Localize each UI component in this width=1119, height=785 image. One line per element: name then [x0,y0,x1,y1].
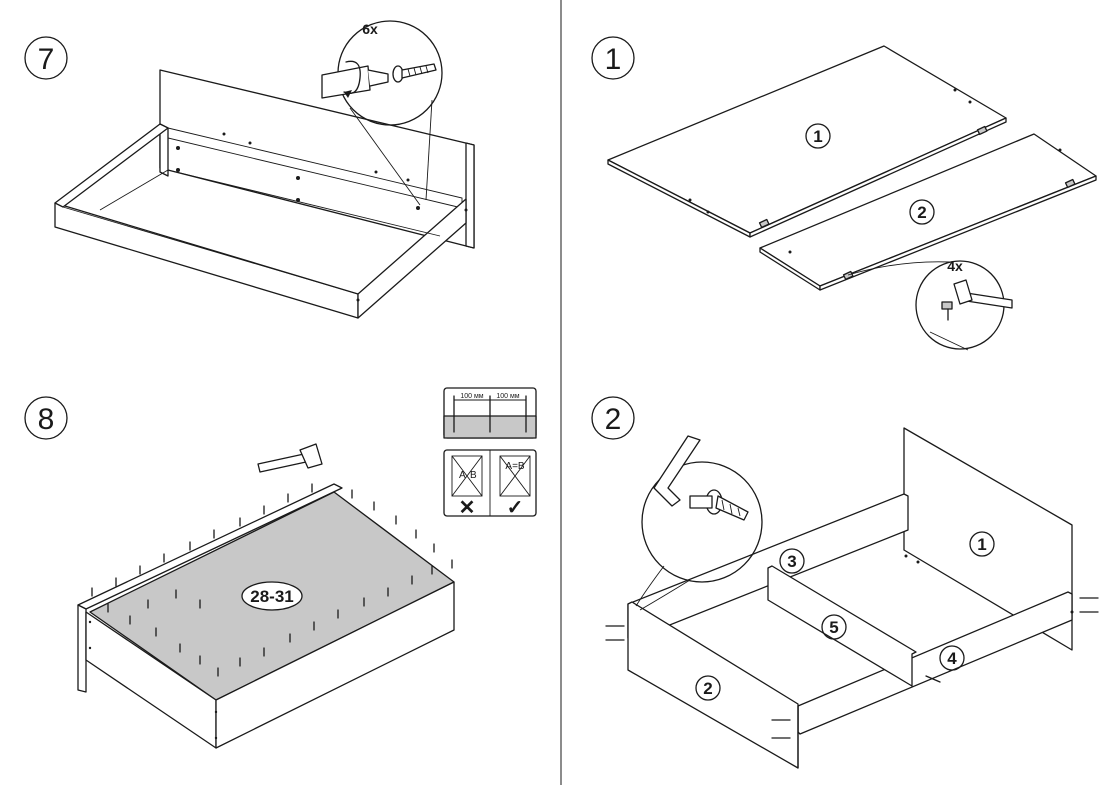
part-3-marker [779,548,805,574]
frame-left-top [54,123,169,208]
step-2-part-2-label: 2 [703,679,712,698]
nail-marks [88,483,453,740]
step-7-quantity: 6x [362,21,378,37]
step-8-badge [24,396,68,440]
step-8: 8 28-31 100 мм [24,387,537,749]
screw-marks [176,132,468,302]
hammer-icon [953,279,1013,309]
part-1-marker [969,531,995,557]
magnifier-callout-icon [635,435,763,611]
step-7-number: 7 [38,43,55,76]
headboard-edge [465,142,475,249]
frame-front-rail [54,202,359,319]
headboard-side [77,604,87,693]
part-2-marker [695,675,721,701]
step-1-number: 1 [605,43,622,76]
step-8-part-range: 28-31 [250,587,293,606]
part-1-label: 1 [813,127,822,146]
step-1-badge [591,36,635,80]
screw-icon [392,63,437,83]
connector-marks [688,88,1076,281]
nail-icon [941,301,953,321]
cam-dowel-icon [689,489,749,521]
part-3-rail [627,493,909,641]
part-range-marker [241,581,303,611]
step-8-number: 8 [38,403,55,436]
step-2-part-5-label: 5 [829,618,838,637]
step-1: 1 1 2 [591,36,1097,351]
step-2-part-3-label: 3 [787,552,796,571]
part-2-marker [909,199,935,225]
step-2-part-4-label: 4 [947,649,957,668]
step-1-quantity: 4x [947,258,963,274]
frame-front-right [215,581,455,749]
headboard-panel [159,69,475,249]
hammer-icon [257,443,323,473]
step-2-number: 2 [605,403,622,436]
magnifier-callout-icon [847,260,1013,351]
nail-spacing-diagram: 100 мм 100 мм [443,387,537,439]
part-1-marker [805,123,831,149]
step-2-part-1-label: 1 [977,535,986,554]
right-mark: ✓ [507,497,524,519]
part-2-edge-right [819,175,1097,291]
diag-a-label: A [459,470,466,481]
diag-b-label: B [470,470,477,481]
step-7-badge [24,36,68,80]
frame-right-rail [357,198,467,319]
part-2-label: 2 [917,203,926,222]
spacing-left-label: 100 мм [460,393,483,400]
part-4-marker [939,645,965,671]
part-5-rail [767,565,917,687]
step-2-badge [591,396,635,440]
spacing-right-label: 100 мм [496,393,519,400]
diag-equal-label: A=B [505,461,525,472]
magnifier-callout-icon [321,20,443,206]
wrong-mark: ✕ [459,497,476,519]
part-1-edge-right [749,117,1007,238]
part-2-rail [627,601,799,769]
allen-key-icon [653,435,701,507]
screwdriver-icon [321,60,389,99]
step-7: 7 [24,20,475,319]
part-5-marker [821,614,847,640]
step-2: 2 1 3 5 4 2 [591,396,1099,769]
fastener-arrows [605,554,1099,739]
diagonal-check-diagram: A B A=B ✕ ✓ [443,449,537,519]
